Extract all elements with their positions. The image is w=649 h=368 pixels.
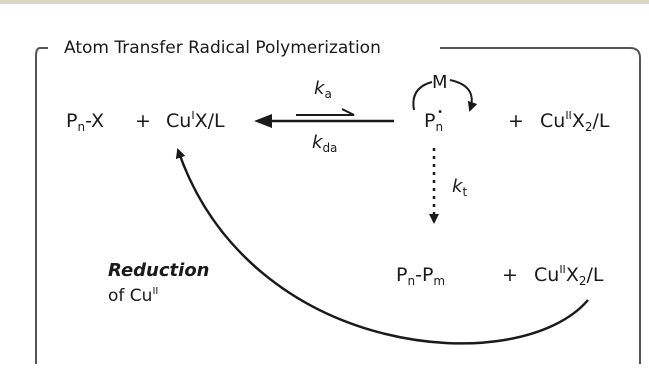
reduction-title: Reduction [108, 260, 210, 281]
deactivation-arrow-head [254, 114, 272, 128]
activation-arrow [296, 108, 355, 116]
propagating-radical: Pn• [424, 107, 444, 134]
activation-rate-constant: ka [314, 78, 332, 101]
monomer-cycle-right [449, 79, 478, 112]
plus-sign-1: + [135, 110, 151, 132]
monomer-label: M [432, 72, 448, 93]
reduction-subtitle: of CuII [108, 286, 159, 306]
activator-complex: CuIX/L [166, 109, 225, 132]
deactivator-complex-top: CuIIX2/L [540, 109, 610, 134]
scheme-frame [35, 47, 641, 364]
reduction-arrow [175, 148, 589, 345]
scheme-title: Atom Transfer Radical Polymerization [58, 38, 387, 58]
termination-rate-constant: kt [452, 176, 468, 199]
dormant-species: Pn-X [66, 110, 105, 134]
top-band [0, 0, 649, 4]
deactivation-rate-constant: kda [312, 132, 338, 155]
dead-polymer-chain: Pn-Pm [396, 264, 446, 288]
monomer-cycle-left [412, 81, 433, 111]
plus-sign-3: + [502, 264, 518, 286]
deactivator-complex-bottom: CuIIX2/L [534, 263, 604, 288]
plus-sign-2: + [508, 110, 524, 132]
